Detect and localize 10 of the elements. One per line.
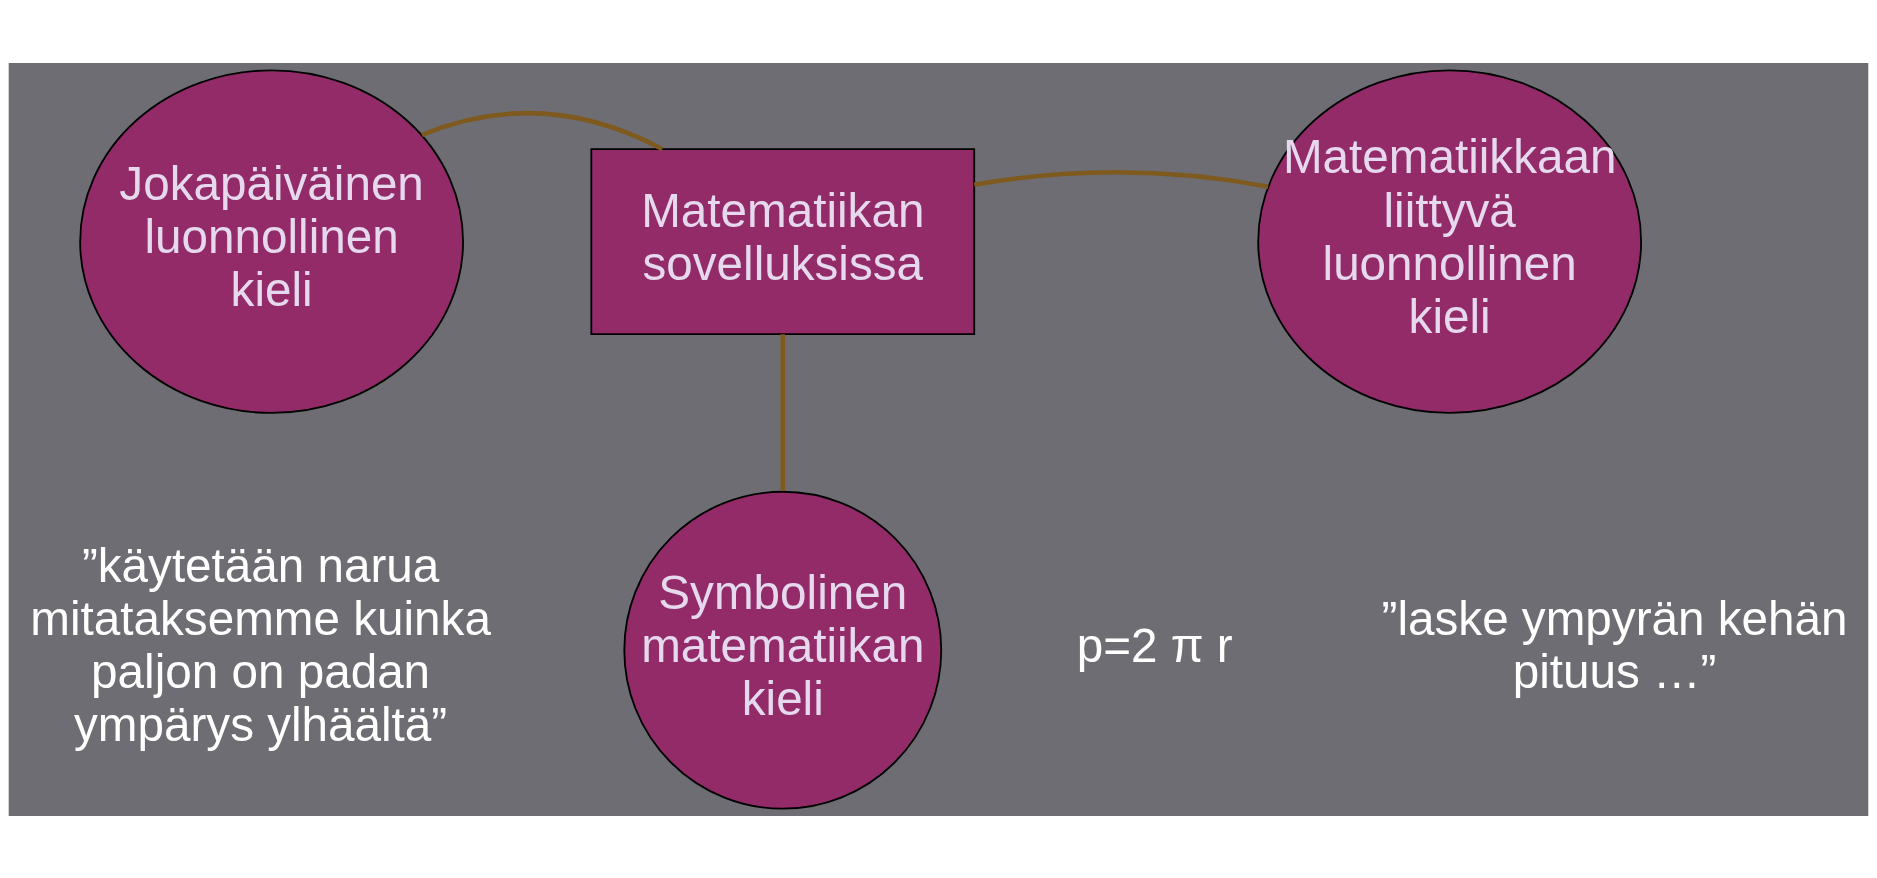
node-box: Matematiikan sovelluksissa	[590, 147, 976, 335]
label: ”laske ympyrän kehän pituus …”	[1381, 591, 1848, 698]
connector	[973, 169, 1269, 189]
label: p=2 π r	[1076, 618, 1233, 672]
connector	[421, 110, 664, 151]
node-circle: Symbolinen matematiikan kieli	[623, 490, 943, 810]
label: ”käytetään narua mitataksemme kuinka paljon on padan ympärys ylhäältä”	[30, 538, 491, 751]
node-ellipse: Matematiikkaan liittyvä luonnollinen kieli	[1257, 68, 1643, 414]
node-ellipse: Jokapäiväinen luonnollinen kieli	[79, 68, 464, 414]
connector	[780, 333, 786, 491]
